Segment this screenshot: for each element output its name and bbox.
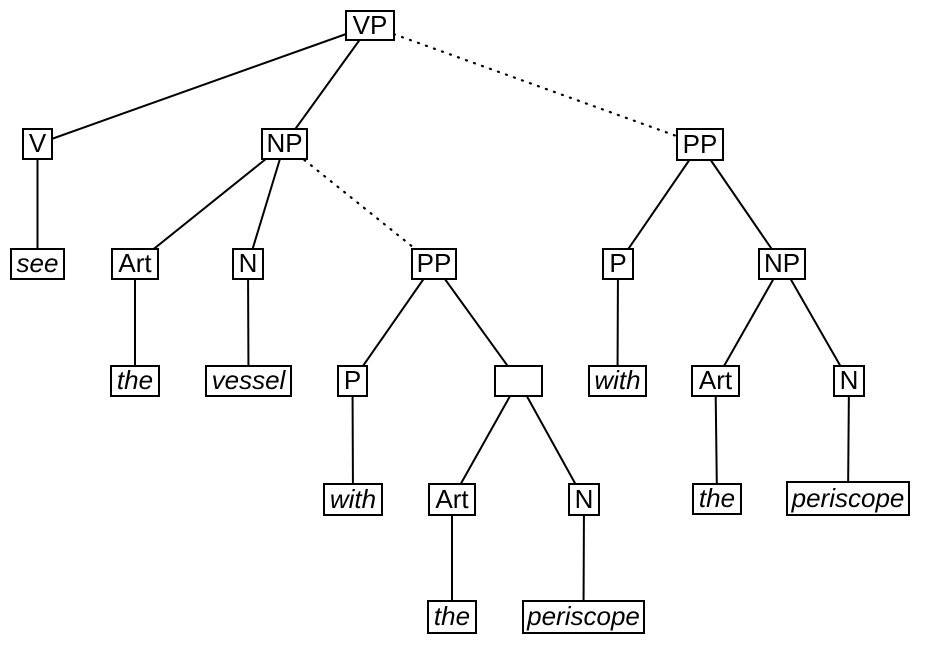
edge-np_mid-n_mid (517, 380, 585, 500)
node-art-object: Art (111, 248, 159, 280)
node-p-high: P (602, 248, 634, 280)
node-art-high: Art (691, 365, 740, 397)
edge-np1-n1 (247, 143, 286, 265)
node-v: V (22, 128, 53, 160)
node-n-object: N (232, 248, 264, 280)
edge-np1-art1 (134, 143, 286, 265)
node-n-high: N (833, 365, 865, 397)
leaf-with-low: with (323, 483, 383, 516)
edge-pp_r-np_r (699, 143, 783, 265)
node-pp-low-attach: PP (411, 248, 457, 280)
edge-n1-vessel (247, 263, 250, 382)
edge-pp_mid-np_mid (433, 263, 520, 382)
node-pp-high-attach: PP (676, 128, 724, 161)
edge-vp-v (37, 24, 371, 145)
edge-np1-pp_mid-dotted (283, 142, 436, 266)
edge-np_mid-art_mid (451, 380, 520, 500)
node-vp: VP (345, 10, 395, 41)
node-np-low (494, 365, 543, 397)
edge-vp-pp_r-dotted (368, 24, 702, 146)
node-art-low: Art (428, 483, 476, 516)
leaf-periscope-low: periscope (522, 600, 645, 634)
leaf-see: see (10, 248, 65, 280)
edge-pp_r-p_r (617, 143, 701, 265)
leaf-periscope-high: periscope (786, 481, 910, 516)
edge-art_r-the_r (714, 380, 718, 500)
edge-n_r-periscope_r (847, 380, 850, 499)
leaf-vessel: vessel (205, 365, 292, 397)
leaf-the-high: the (692, 483, 742, 515)
edge-pp_mid-p_mid (351, 263, 435, 382)
edge-np_r-n_r (781, 263, 850, 382)
leaf-with-high: with (588, 365, 647, 397)
node-np-high: NP (758, 248, 806, 280)
edge-p_mid-with_mid (351, 380, 354, 500)
leaf-the-low: the (427, 600, 477, 634)
node-p-low: P (337, 365, 368, 397)
edge-n_mid-periscope_mid (582, 499, 585, 618)
edge-p_r-with_r (616, 263, 619, 382)
edge-vp-np1 (283, 24, 371, 145)
leaf-the-object: the (110, 365, 160, 397)
edge-np_r-art_r (714, 263, 783, 382)
node-n-low: N (568, 483, 600, 516)
node-np-object: NP (261, 128, 308, 160)
